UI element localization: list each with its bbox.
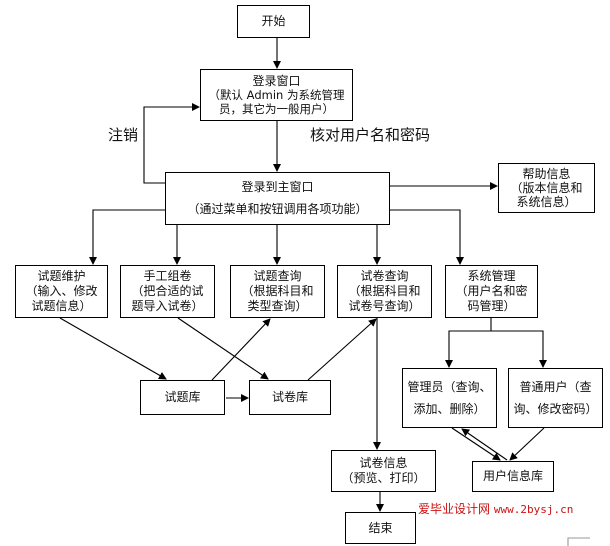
- watermark-site-name: 爱毕业设计网: [418, 502, 491, 516]
- node-manual-paper-title: 手工组卷: [143, 269, 192, 283]
- edge-user-userdb: [509, 427, 545, 461]
- edge-sys-admin: [445, 318, 492, 368]
- node-main-window: 登录到主窗口 （通过菜单和按钮调用各项功能）: [165, 172, 390, 225]
- node-manual-paper-line3: 题导入试卷）: [131, 299, 204, 313]
- node-end-text: 结束: [368, 520, 393, 535]
- node-login: 登录窗口 （默认 Admin 为系统管理 员，其它为一般用户）: [200, 69, 353, 121]
- node-paper-bank-text: 试卷库: [271, 390, 308, 404]
- node-paper-query: 试卷查询 （根据科目和 试卷号查询）: [337, 265, 432, 318]
- edge-main-left-bus: [89, 209, 165, 265]
- edge-main-login-logout: [143, 103, 200, 184]
- node-paper-info: 试卷信息 （预览、打印）: [331, 450, 436, 492]
- node-system-admin: 系统管理 （用户名和密 码管理）: [445, 265, 538, 318]
- node-administrator-line1: 管理员（查询、: [407, 380, 492, 394]
- node-system-admin-line3: 码管理）: [467, 299, 516, 313]
- node-manual-paper-line2: （把合适的试: [131, 284, 204, 298]
- node-paper-query-title: 试卷查询: [360, 269, 409, 283]
- node-login-line3: 员，其它为一般用户）: [219, 102, 334, 116]
- node-paper-query-line3: 试卷号查询）: [348, 299, 421, 313]
- edge-label-logout: 注销: [108, 126, 139, 144]
- node-administrator-line2: 添加、删除）: [413, 402, 486, 416]
- node-main-window-desc: （通过菜单和按钮调用各项功能）: [187, 201, 368, 216]
- edge-manual-pbank: [177, 317, 269, 380]
- node-main-window-title: 登录到主窗口: [241, 180, 314, 195]
- corner-fragment: [567, 537, 590, 546]
- node-paper-query-line2: （根据科目和: [348, 284, 421, 298]
- node-question-query-line2: （根据科目和: [241, 284, 314, 298]
- edge-label-verify: 核对用户名和密码: [310, 126, 431, 144]
- node-normal-user-line2: 询、修改密码）: [513, 402, 598, 416]
- edge-qbank-qquery: [211, 318, 271, 381]
- node-system-admin-title: 系统管理: [467, 269, 516, 283]
- node-system-admin-line2: （用户名和密: [455, 284, 528, 298]
- edge-userdb-admin: [461, 428, 508, 461]
- node-login-line2: （默认 Admin 为系统管理: [208, 88, 345, 102]
- node-question-bank-text: 试题库: [164, 390, 201, 404]
- watermark: 爱毕业设计网 www.2bysj.cn: [418, 500, 573, 517]
- node-question-query-title: 试题查询: [253, 269, 302, 283]
- node-start: 开始: [237, 5, 310, 38]
- node-help-line3: 系统信息）: [516, 195, 577, 209]
- edge-sys-user: [491, 330, 547, 368]
- node-paper-info-line2: （预览、打印）: [341, 471, 426, 485]
- node-end: 结束: [345, 512, 416, 544]
- edge-admin-userdb: [451, 427, 501, 461]
- node-user-db: 用户信息库: [472, 461, 554, 492]
- node-normal-user: 普通用户（查 询、修改密码）: [508, 368, 603, 428]
- node-question-maintenance-title: 试题维护: [37, 269, 86, 283]
- node-login-title: 登录窗口: [252, 74, 301, 88]
- node-question-maintenance-line3: 试题信息）: [31, 299, 92, 313]
- edge-pbank-pquery: [307, 318, 377, 381]
- node-normal-user-line1: 普通用户（查: [519, 380, 592, 394]
- node-question-query-line3: 类型查询）: [247, 299, 308, 313]
- node-start-text: 开始: [261, 14, 286, 28]
- node-manual-paper: 手工组卷 （把合适的试 题导入试卷）: [120, 265, 215, 318]
- node-question-query: 试题查询 （根据科目和 类型查询）: [230, 265, 325, 318]
- node-question-maintenance: 试题维护 （输入、修改 试题信息）: [15, 265, 108, 318]
- node-question-maintenance-line2: （输入、修改: [25, 284, 98, 298]
- node-help-line2: （版本信息和: [510, 181, 583, 195]
- node-paper-info-title: 试卷信息: [359, 456, 408, 470]
- node-user-db-text: 用户信息库: [482, 469, 543, 483]
- node-administrator: 管理员（查询、 添加、删除）: [402, 368, 497, 428]
- edge-maint-qbank: [59, 317, 167, 380]
- node-help-title: 帮助信息: [522, 167, 571, 181]
- node-question-bank: 试题库: [140, 380, 225, 415]
- edge-main-right-bus: [390, 209, 464, 265]
- node-paper-bank: 试卷库: [249, 380, 331, 415]
- watermark-url: www.2bysj.cn: [493, 503, 574, 516]
- node-help: 帮助信息 （版本信息和 系统信息）: [498, 163, 595, 213]
